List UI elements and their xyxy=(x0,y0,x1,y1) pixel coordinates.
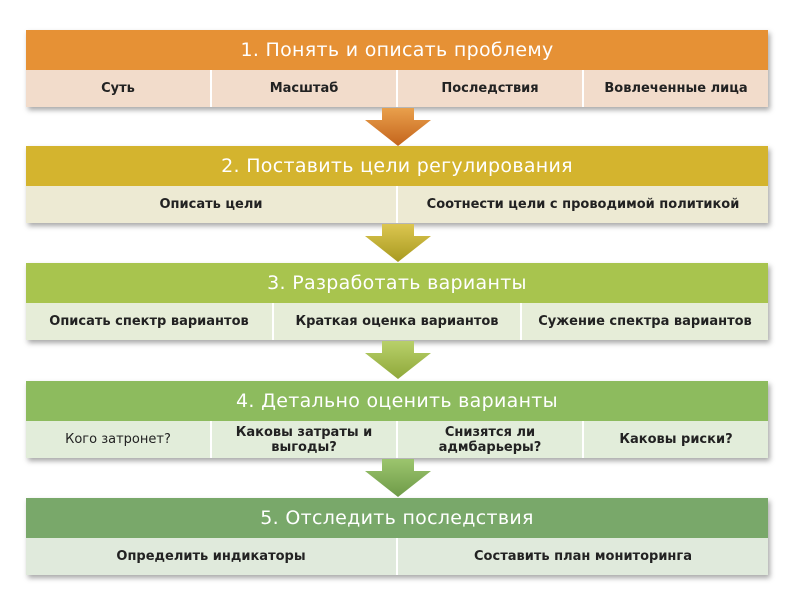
stage-2-title: 2. Поставить цели регулирования xyxy=(26,146,768,186)
stage-3-title: 3. Разработать варианты xyxy=(26,263,768,303)
stage-5-row: Определить индикаторы Составить план мон… xyxy=(26,538,768,575)
stage-1-cell: Последствия xyxy=(398,70,584,107)
stage-3-row: Описать спектр вариантов Краткая оценка … xyxy=(26,303,768,340)
stage-4-row: Кого затронет? Каковы затраты и выгоды? … xyxy=(26,421,768,458)
stage-1: 1. Понять и описать проблему Суть Масшта… xyxy=(26,30,768,107)
stage-5-cell: Определить индикаторы xyxy=(26,538,398,575)
stage-2-cell: Описать цели xyxy=(26,186,398,223)
stage-2-row: Описать цели Соотнести цели с проводимой… xyxy=(26,186,768,223)
stage-4-cell: Снизятся ли адмбарьеры? xyxy=(398,421,584,458)
stage-3: 3. Разработать варианты Описать спектр в… xyxy=(26,263,768,340)
stage-4: 4. Детально оценить варианты Кого затрон… xyxy=(26,381,768,458)
stage-4-title: 4. Детально оценить варианты xyxy=(26,381,768,421)
stage-1-cell: Вовлеченные лица xyxy=(604,81,748,96)
stage-3-cell: Краткая оценка вариантов xyxy=(274,303,522,340)
stage-1-row: Суть Масштаб Последствия Вовлеченные лиц… xyxy=(26,70,768,107)
stage-2-cell: Соотнести цели с проводимой политикой xyxy=(426,197,740,212)
stage-3-cell: Сужение спектра вариантов xyxy=(538,314,752,329)
stage-5-title: 5. Отследить последствия xyxy=(26,498,768,538)
stage-4-cell: Каковы затраты и выгоды? xyxy=(212,421,398,458)
stage-1-cell: Суть xyxy=(26,70,212,107)
stage-4-cell: Кого затронет? xyxy=(26,421,212,458)
stage-1-title: 1. Понять и описать проблему xyxy=(26,30,768,70)
stage-1-cell: Масштаб xyxy=(212,70,398,107)
stage-4-cell: Каковы риски? xyxy=(619,432,733,447)
stage-5-cell: Составить план мониторинга xyxy=(474,549,692,564)
stage-2: 2. Поставить цели регулирования Описать … xyxy=(26,146,768,223)
stage-5: 5. Отследить последствия Определить инди… xyxy=(26,498,768,575)
stage-3-cell: Описать спектр вариантов xyxy=(26,303,274,340)
